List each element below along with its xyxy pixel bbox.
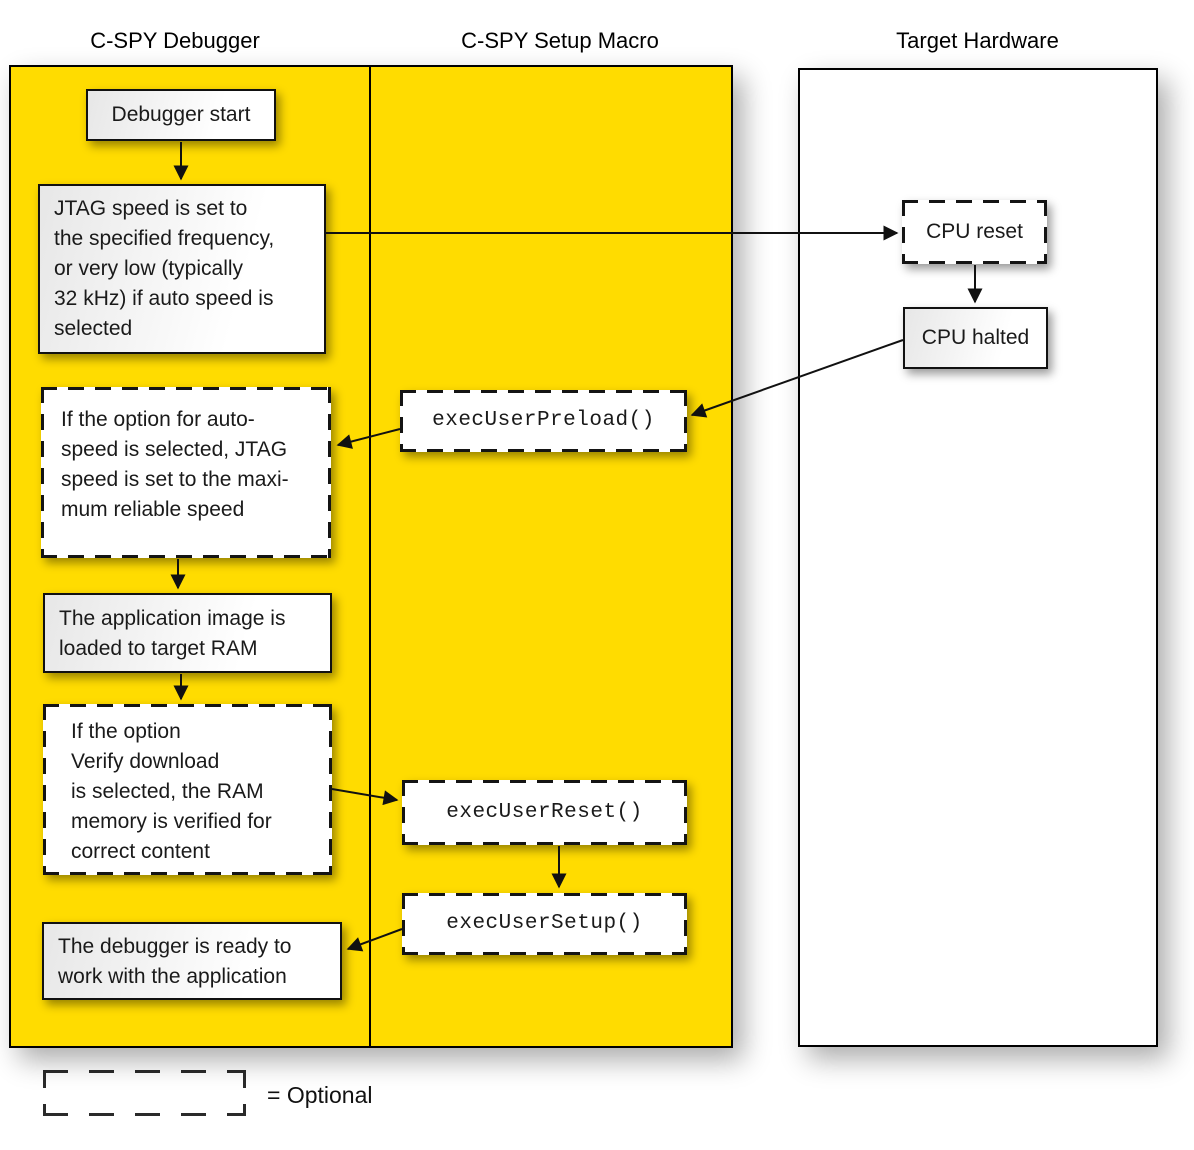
box-app-image-label: The application image is loaded to targe… — [59, 607, 286, 660]
legend-optional-label: = Optional — [267, 1082, 373, 1108]
box-cpu-halted-label: CPU halted — [921, 326, 1030, 349]
box-cpu-reset: CPU reset — [902, 200, 1047, 264]
box-exec-user-reset-label: execUserReset() — [446, 800, 643, 824]
box-app-image: The application image is loaded to targe… — [43, 593, 332, 673]
box-debugger-start-label: Debugger start — [111, 103, 251, 126]
box-cpu-halted: CPU halted — [903, 307, 1048, 369]
box-debugger-ready-label: The debugger is ready to work with the a… — [58, 935, 292, 988]
box-exec-user-reset: execUserReset() — [402, 780, 687, 845]
lane-divider — [369, 67, 371, 1046]
box-debugger-start: Debugger start — [86, 89, 276, 141]
box-verify-download: If the option Verify download is selecte… — [43, 704, 332, 875]
box-auto-speed-label: If the option for auto- speed is selecte… — [61, 408, 289, 521]
box-exec-user-setup: execUserSetup() — [402, 893, 687, 955]
lane-header-target-hardware: Target Hardware — [896, 28, 1059, 53]
box-debugger-ready: The debugger is ready to work with the a… — [42, 922, 342, 1000]
box-auto-speed: If the option for auto- speed is selecte… — [41, 387, 331, 558]
box-exec-user-setup-label: execUserSetup() — [446, 912, 643, 935]
box-exec-user-preload: execUserPreload() — [400, 390, 687, 452]
lane-header-cspy-setup-macro: C-SPY Setup Macro — [461, 28, 659, 53]
legend-optional-box — [43, 1070, 246, 1116]
box-verify-download-label: If the option Verify download is selecte… — [71, 720, 272, 863]
box-jtag-speed-label: JTAG speed is set to the specified frequ… — [54, 197, 275, 340]
box-exec-user-preload-label: execUserPreload() — [432, 409, 655, 432]
box-cpu-reset-label: CPU reset — [926, 220, 1023, 243]
lane-header-cspy-debugger: C-SPY Debugger — [90, 28, 260, 53]
box-jtag-speed: JTAG speed is set to the specified frequ… — [38, 184, 326, 354]
